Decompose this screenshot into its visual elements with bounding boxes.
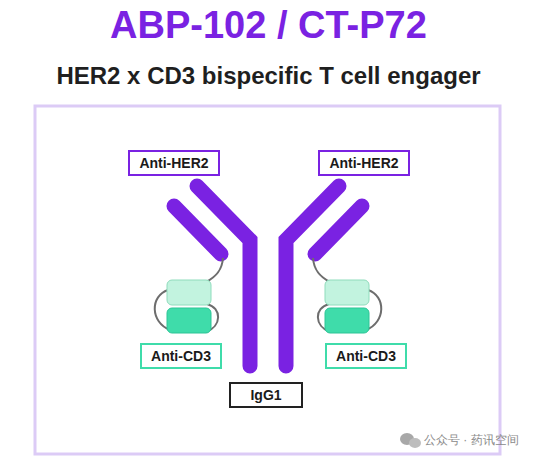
box-label: Anti-HER2 xyxy=(139,154,208,172)
vh-domain xyxy=(325,308,369,333)
vl-domain xyxy=(167,280,211,305)
linker-line xyxy=(313,258,330,282)
icon-bubble xyxy=(409,438,421,448)
box-label: IgG1 xyxy=(240,386,292,404)
label-box: Anti-HER2 xyxy=(128,150,219,176)
label-box: Anti-CD3 xyxy=(140,343,222,369)
light-chain xyxy=(315,206,362,254)
frame xyxy=(35,106,500,454)
linker-line xyxy=(206,258,223,282)
antibody-chains xyxy=(174,186,362,366)
label-box: Anti-CD3 xyxy=(325,343,407,369)
box-label: Anti-HER2 xyxy=(329,154,398,172)
label-box: IgG1 xyxy=(229,382,303,408)
title: ABP-102 / CT-P72 xyxy=(110,4,427,47)
heavy-chain xyxy=(286,186,339,366)
watermark: 公众号 · 药讯空间 xyxy=(424,432,519,449)
vl-domain xyxy=(325,280,369,305)
scfv-domains xyxy=(167,280,369,333)
heavy-chain xyxy=(197,186,250,366)
vh-domain xyxy=(167,308,211,333)
box-label: Anti-CD3 xyxy=(151,347,211,365)
box-label: Anti-CD3 xyxy=(336,347,396,365)
subtitle: HER2 x CD3 bispecific T cell engager xyxy=(56,62,480,90)
wechat-icon xyxy=(400,433,421,448)
linker xyxy=(155,258,382,332)
label-box: Anti-HER2 xyxy=(318,150,409,176)
light-chain xyxy=(174,206,221,254)
